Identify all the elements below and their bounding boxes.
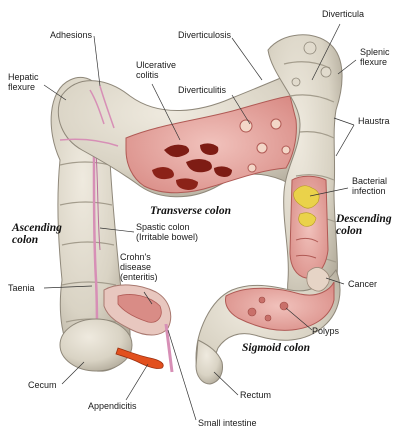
label-descending-colon: Descending colon [336,213,392,237]
leader-lines [43,23,357,421]
label-ulcerative-colitis: Ulcerative colitis [136,60,177,80]
label-taenia: Taenia [8,283,35,293]
appendix-shape [115,347,164,369]
leader-diverticulitis [231,94,251,125]
label-spastic-colon: Spastic colon (Irritable bowel) [136,222,199,242]
label-appendicitis: Appendicitis [88,401,137,411]
label-polyps: Polyps [312,326,340,336]
leader-splenic-flexure [337,59,357,75]
leader-appendicitis [125,363,149,401]
label-transverse-colon: Transverse colon [150,205,232,217]
label-ascending-colon: Ascending colon [12,222,62,246]
leader-crohns [143,291,153,305]
leader-ulcerative-colitis [151,83,181,141]
leader-taenia [43,285,93,289]
leader-haustra-2 [335,124,355,157]
leader-diverticulosis [231,37,263,81]
cecum-shape [59,318,133,372]
leader-cecum [61,361,85,385]
label-diverticula: Diverticula [322,9,365,19]
label-diverticulosis: Diverticulosis [178,30,232,40]
sigmoid-colon-shape [195,267,341,385]
leader-adhesions [93,35,101,87]
descending-colon-shape [267,34,343,321]
label-small-intestine: Small intestine [198,418,257,428]
label-cancer: Cancer [348,279,378,289]
label-sigmoid-colon: Sigmoid colon [242,342,311,354]
leader-hepatic-flexure [43,84,67,101]
label-cecum: Cecum [28,380,57,390]
label-hepatic-flexure: Hepatic flexure [8,72,39,92]
label-rectum: Rectum [240,390,272,400]
leader-diverticula [311,23,341,81]
leader-polyps [285,307,313,331]
label-adhesions: Adhesions [50,30,93,40]
label-crohns-disease: Crohn's disease (enteritis) [120,252,158,282]
leader-rectum [213,371,239,396]
leader-bacterial-infection [309,187,349,197]
label-splenic-flexure: Splenic flexure [360,47,390,67]
leader-spastic-colon [99,227,135,233]
leader-haustra-1 [333,117,355,126]
label-diverticulitis: Diverticulitis [178,85,227,95]
label-haustra: Haustra [358,116,390,126]
leader-cancer [325,277,345,285]
label-bacterial-infection: Bacterial infection [352,176,388,196]
leader-small-intestine [167,329,197,421]
